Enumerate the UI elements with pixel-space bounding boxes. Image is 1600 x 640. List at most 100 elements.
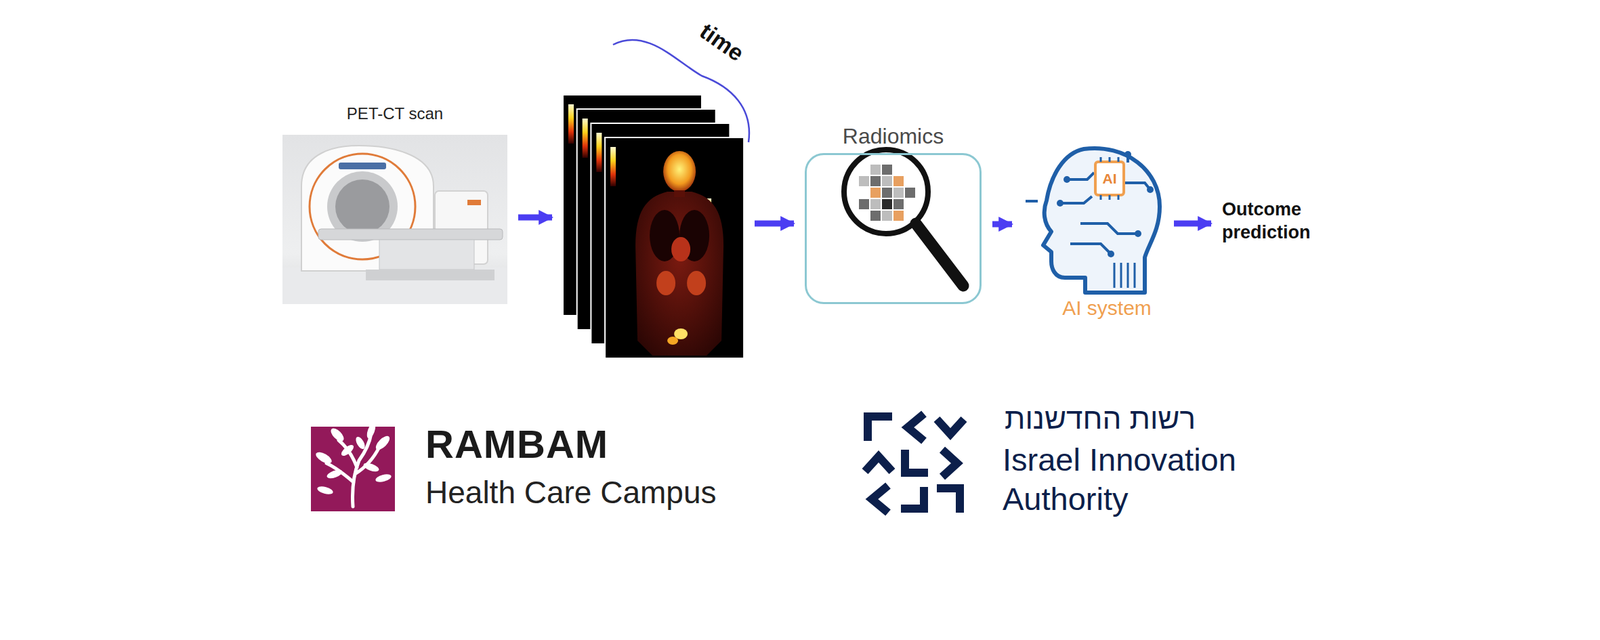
- rambam-logo: [362, 461, 381, 474]
- rambam-logo: [310, 426, 395, 512]
- rambam-logo: [325, 468, 344, 481]
- magnifier-icon: [893, 199, 904, 210]
- flow-arrow: [518, 214, 553, 221]
- innovation-authority-icon: [867, 416, 893, 441]
- magnifier-icon: [881, 164, 893, 175]
- innovation-authority-icon: [904, 449, 929, 473]
- magnifier-icon: [870, 176, 881, 187]
- ai-head-icon: [1070, 243, 1111, 255]
- scanner-picture: [282, 267, 508, 305]
- ai-head-icon: [1107, 250, 1115, 258]
- node-heading: Radiomics: [793, 122, 994, 150]
- ai-system-node: AIAI system: [1022, 142, 1164, 297]
- magnifier-icon: [893, 176, 904, 187]
- magnifier-icon: [881, 187, 893, 198]
- pet-image-stack: [663, 151, 696, 192]
- logo-wordmark: RAMBAM: [425, 422, 609, 467]
- chip-label: AI: [1095, 161, 1124, 196]
- time-label: time: [695, 17, 750, 68]
- rambam-logo: [374, 472, 393, 484]
- scanner-node: PET-CT scan: [282, 101, 508, 305]
- rambam-logo: [316, 485, 334, 496]
- ai-head-icon: [1146, 186, 1154, 194]
- ai-head-icon: [1060, 196, 1092, 204]
- scanner-picture: [467, 199, 481, 206]
- scanner-picture: [282, 134, 508, 305]
- pet-image-stack: [610, 146, 616, 187]
- logo-subtitle: Health Care Campus: [425, 474, 717, 511]
- ai-head-icon: [1025, 148, 1160, 293]
- ai-head-icon: [1124, 182, 1151, 190]
- rambam-logo: [373, 434, 393, 453]
- ai-head-icon: [1066, 172, 1094, 180]
- magnifier-icon: [915, 223, 964, 286]
- innovation-authority-icon: [865, 413, 964, 513]
- pet-image-stack: [604, 137, 744, 359]
- magnifier-icon: [893, 210, 904, 221]
- pet-image-stack: [596, 132, 602, 173]
- pet-image-stack: [562, 94, 744, 359]
- scanner-picture: [282, 134, 508, 305]
- innovation-authority-icon: [907, 413, 924, 441]
- ai-head-icon: [1063, 176, 1071, 183]
- scanner-picture: [335, 179, 390, 234]
- rambam-logo: [365, 422, 378, 440]
- innovation-authority-icon: [936, 419, 964, 435]
- pet-image-stack: [686, 270, 706, 296]
- innovation-authority-icon: [936, 488, 960, 513]
- node-heading: PET-CT scan: [282, 101, 508, 126]
- magnifier-icon: [870, 199, 881, 210]
- scanner-picture: [365, 269, 495, 281]
- flow-arrow: [992, 221, 1013, 228]
- magnifier-icon: [844, 149, 964, 286]
- ai-head-icon: [1025, 199, 1038, 203]
- pet-image-stack: [671, 237, 691, 262]
- rambam-logo: [310, 422, 395, 512]
- rambam-logo: [339, 443, 355, 458]
- innovation-authority-icon: [871, 485, 889, 513]
- pet-image-stack: [656, 270, 676, 296]
- pet-image-stack: [674, 190, 685, 198]
- pet-image-stack: [604, 137, 744, 359]
- ai-head-icon: [1056, 199, 1064, 207]
- ai-head-icon: [1095, 161, 1124, 196]
- logo-english-name: Israel Innovation Authority: [1002, 440, 1282, 519]
- innovation-authority-icon: [900, 487, 924, 509]
- ai-head-icon: [1134, 230, 1142, 238]
- scanner-picture: [318, 228, 503, 240]
- ai-head-icon: [1043, 148, 1160, 293]
- magnifier-icon: [858, 164, 916, 221]
- magnifier-icon: [881, 210, 893, 221]
- pet-image-stack: [635, 191, 724, 356]
- outcome-node: Outcome prediction: [1222, 197, 1334, 244]
- innovation-authority-icon: [942, 449, 958, 477]
- innovation-authority-icon: [865, 456, 893, 472]
- magnifier-icon: [904, 187, 916, 198]
- rambam-logo: [326, 433, 380, 507]
- rambam-logo: [328, 426, 346, 444]
- magnifier-icon: [881, 176, 893, 187]
- node-caption: AI system: [1052, 296, 1162, 321]
- node-text: Outcome prediction: [1222, 197, 1334, 244]
- flow-arrow: [1173, 220, 1212, 227]
- pet-image-stack: [582, 118, 588, 158]
- ai-head-icon: [1124, 151, 1132, 158]
- pet-image-stack: [562, 94, 744, 359]
- pet-image-stack: [667, 336, 679, 345]
- magnifier-icon: [870, 210, 881, 221]
- flow-arrow: [754, 220, 794, 227]
- scanner-picture: [379, 239, 475, 270]
- magnifier-icon: [870, 164, 881, 175]
- ai-head-icon: [1114, 262, 1135, 288]
- logo-hebrew-name: רשות החדשנות: [1004, 401, 1196, 437]
- magnifier-icon: [870, 187, 881, 198]
- magnifier-icon: [881, 199, 893, 210]
- scanner-picture: [338, 162, 387, 170]
- rambam-logo: [314, 449, 334, 466]
- pet-image-stack: [568, 104, 574, 144]
- rambam-logo: [354, 435, 368, 451]
